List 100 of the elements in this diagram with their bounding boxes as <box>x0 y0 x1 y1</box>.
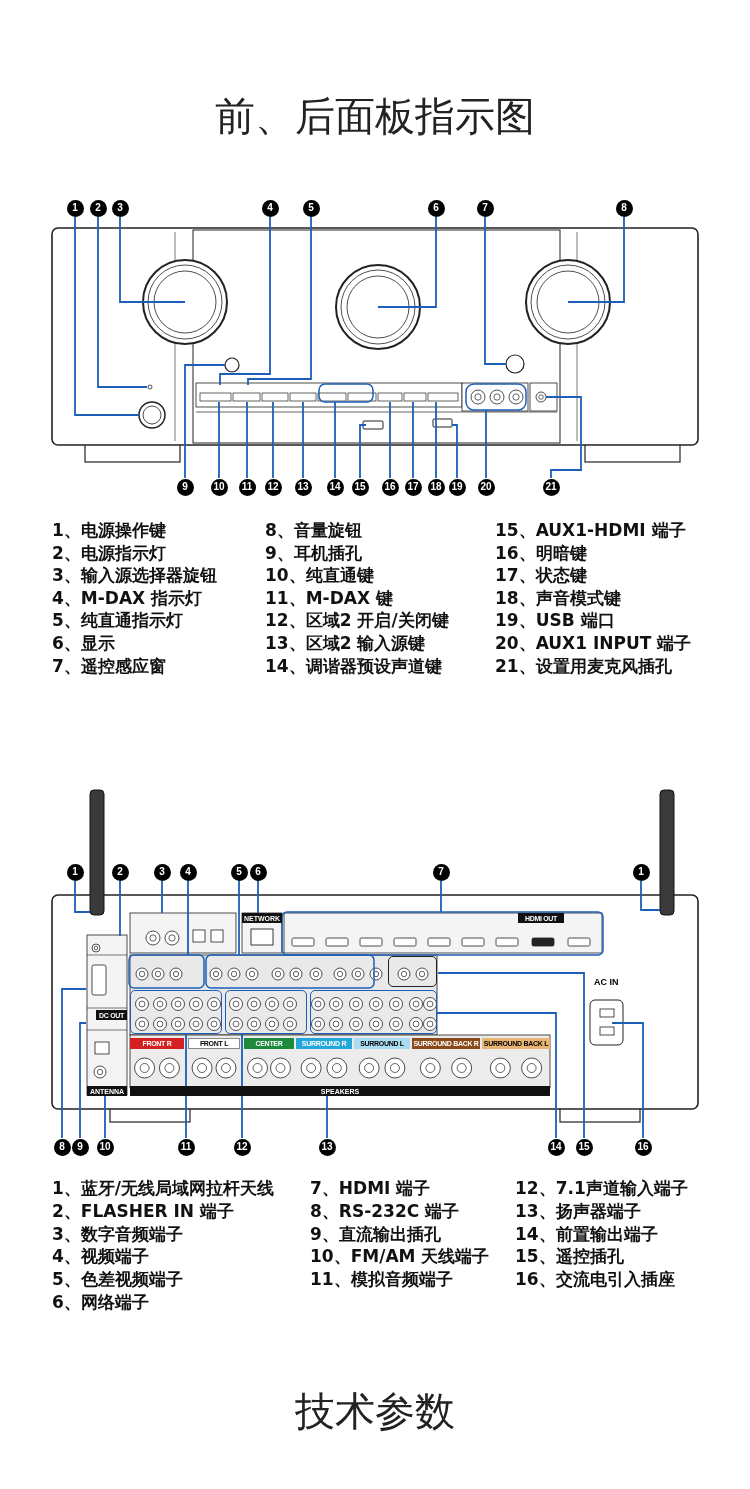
legend-item: 11、模拟音频端子 <box>310 1268 453 1291</box>
legend-item: 11、M-DAX 键 <box>265 586 393 609</box>
callout-number: 7 <box>476 199 494 217</box>
legend-item: 7、遥控感应窗 <box>52 654 166 677</box>
legend-item: 6、显示 <box>52 632 115 654</box>
leader-line <box>184 364 226 479</box>
callout-number: 12 <box>264 478 282 496</box>
callout-number: 8 <box>53 1138 71 1156</box>
leader-line <box>119 216 186 303</box>
legend-item: 9、直流输出插孔 <box>310 1222 441 1245</box>
callout-number: 3 <box>111 199 129 217</box>
leader-line <box>219 216 271 386</box>
callout-number: 17 <box>404 478 422 496</box>
legend-item: 16、交流电引入插座 <box>515 1268 675 1291</box>
leader-line <box>187 880 189 956</box>
legend-item: 18、声音模式键 <box>495 586 621 609</box>
legend-item: 4、视频端子 <box>52 1245 149 1268</box>
leader-line <box>440 880 442 913</box>
callout-number: 1 <box>66 199 84 217</box>
leader-line <box>218 401 220 479</box>
leader-line <box>119 880 121 937</box>
leader-line <box>545 396 582 479</box>
legend-item: 7、HDMI 端子 <box>310 1177 431 1199</box>
callout-number: 8 <box>615 199 633 217</box>
callout-number: 1 <box>632 863 650 881</box>
callout-number: 15 <box>351 478 369 496</box>
legend-item: 14、调谐器预设声道键 <box>265 654 442 677</box>
callout-number: 4 <box>179 863 197 881</box>
panel-label: AC IN <box>594 976 619 988</box>
leader-line <box>257 880 259 914</box>
callout-number: 16 <box>634 1138 652 1156</box>
callout-number: 2 <box>89 199 107 217</box>
leader-line <box>246 401 248 479</box>
callout-number: 14 <box>547 1138 565 1156</box>
legend-item: 9、耳机插孔 <box>265 541 362 564</box>
jack-panel <box>388 956 437 987</box>
leader-line <box>272 401 274 479</box>
callout-number: 13 <box>318 1138 336 1156</box>
callout-number: 6 <box>249 863 267 881</box>
callout-number: 2 <box>111 863 129 881</box>
legend-item: 1、蓝牙/无线局域网拉杆天线 <box>52 1177 275 1199</box>
callout-number: 19 <box>448 478 466 496</box>
jack-group-outline <box>310 990 437 1034</box>
callout-number: 20 <box>477 478 495 496</box>
leader-line <box>377 216 437 308</box>
legend-item: 15、遥控插孔 <box>515 1245 624 1268</box>
leader-line <box>485 409 487 479</box>
callout-number: 11 <box>177 1138 195 1156</box>
callout-number: 1 <box>66 863 84 881</box>
legend-item: 13、区域2 输入源键 <box>265 632 426 654</box>
leader-line <box>241 1033 243 1139</box>
leader-line <box>389 401 391 479</box>
legend-item: 5、纯直通指示灯 <box>52 609 183 632</box>
callout-number: 7 <box>432 863 450 881</box>
leader-line <box>247 216 312 386</box>
legend-item: 4、M-DAX 指示灯 <box>52 586 203 609</box>
legend-item: 12、7.1声道输入端子 <box>515 1177 688 1199</box>
callout-number: 6 <box>427 199 445 217</box>
legend-item: 1、电源操作键 <box>52 519 166 541</box>
legend-item: 8、RS-232C 端子 <box>310 1199 460 1222</box>
legend-item: 17、状态键 <box>495 564 587 587</box>
legend-item: 3、数字音频端子 <box>52 1222 183 1245</box>
leader-line <box>484 216 507 365</box>
leader-line <box>74 880 91 913</box>
callout-number: 14 <box>326 478 344 496</box>
leader-line <box>74 216 140 416</box>
callout-number: 12 <box>233 1138 251 1156</box>
callout-number: 10 <box>96 1138 114 1156</box>
leader-line <box>611 1022 644 1139</box>
callout-number: 9 <box>176 478 194 496</box>
callout-number: 5 <box>230 863 248 881</box>
callout-number: 9 <box>71 1138 89 1156</box>
callout-number: 18 <box>427 478 445 496</box>
leader-line <box>359 424 367 479</box>
leader-line <box>437 972 585 1139</box>
section-heading: 技术参数 <box>294 1387 456 1436</box>
legend-item: 8、音量旋钮 <box>265 519 362 541</box>
leader-line <box>104 1095 106 1139</box>
leader-line <box>412 401 414 479</box>
leader-line <box>302 401 304 479</box>
leader-line <box>61 988 87 1139</box>
legend-item: 16、明暗键 <box>495 541 587 564</box>
callout-number: 21 <box>542 478 560 496</box>
legend-item: 2、电源指示灯 <box>52 541 166 564</box>
legend-item: 6、网络端子 <box>52 1291 149 1313</box>
legend-item: 20、AUX1 INPUT 端子 <box>495 632 692 654</box>
legend-item: 10、FM/AM 天线端子 <box>310 1245 490 1268</box>
jack-group-outline <box>130 990 222 1034</box>
legend-item: 15、AUX1-HDMI 端子 <box>495 519 686 541</box>
legend-item: 5、色差视频端子 <box>52 1268 183 1291</box>
leader-line <box>436 1012 557 1139</box>
legend-item: 12、区域2 开启/关闭键 <box>265 609 449 632</box>
callout-number: 15 <box>575 1138 593 1156</box>
leader-line <box>185 1033 187 1139</box>
legend-item: 14、前置输出端子 <box>515 1222 658 1245</box>
callout-number: 11 <box>238 478 256 496</box>
leader-line <box>238 880 240 956</box>
leader-line <box>79 1022 87 1139</box>
callout-number: 3 <box>153 863 171 881</box>
leader-line <box>97 216 148 388</box>
